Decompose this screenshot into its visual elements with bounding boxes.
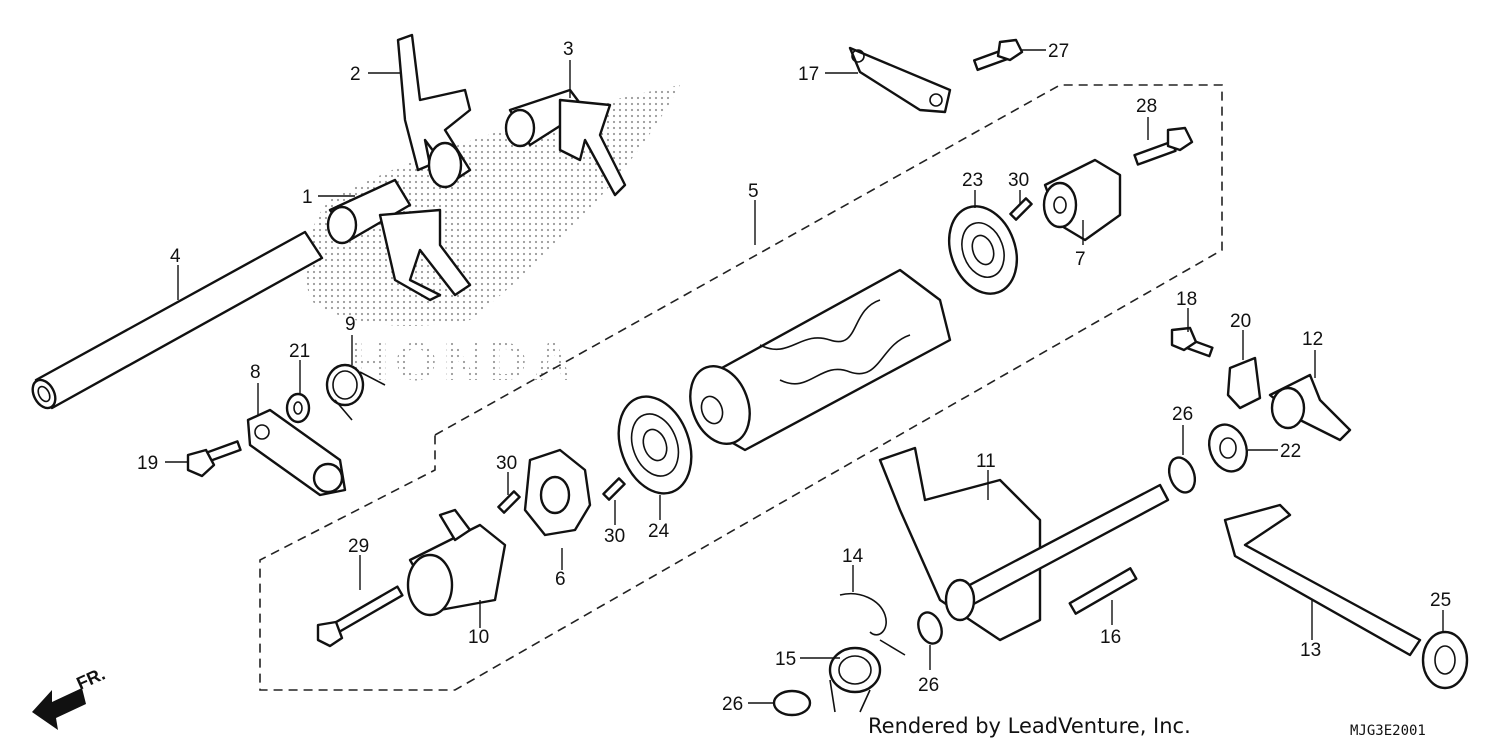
callout-8: 8 — [250, 362, 261, 383]
callout-30-upper: 30 — [1008, 170, 1029, 191]
pin-30-upper — [1009, 197, 1033, 221]
leader-lines — [165, 49, 1444, 704]
shifter-10 — [406, 508, 507, 617]
circlip-26-upper — [1167, 456, 1197, 494]
callout-24: 24 — [648, 521, 670, 542]
assembly-outline — [259, 84, 1223, 691]
bolt-19 — [186, 440, 242, 478]
shift-fork-1 — [326, 178, 472, 302]
callouts: 1 2 3 4 5 6 7 8 9 10 11 12 13 14 15 16 1… — [137, 39, 1451, 715]
bearing-24 — [617, 395, 693, 495]
watermark-text: HONDA — [350, 332, 578, 392]
direction-label: FR. — [73, 664, 108, 694]
shift-drum — [689, 268, 952, 452]
pin-30-left — [497, 490, 521, 514]
callout-20: 20 — [1230, 311, 1251, 332]
circlip-26-lower — [772, 689, 812, 717]
callout-26-upper: 26 — [1172, 404, 1193, 425]
stopper-arm-8 — [246, 408, 347, 497]
callout-5: 5 — [748, 181, 759, 202]
bolt-29 — [316, 585, 404, 648]
callout-17: 17 — [798, 64, 819, 85]
callout-26-lower: 26 — [722, 694, 743, 715]
callout-30-left: 30 — [496, 453, 517, 474]
callout-12: 12 — [1302, 329, 1323, 350]
bolt-28 — [1133, 126, 1194, 166]
bolt-27 — [972, 38, 1024, 72]
bearing-23 — [948, 205, 1018, 295]
circlip-26-middle — [917, 611, 943, 645]
pin-30-right — [602, 477, 626, 501]
callout-13: 13 — [1300, 640, 1321, 661]
callout-27: 27 — [1048, 41, 1069, 62]
callout-11: 11 — [976, 451, 996, 472]
callout-14: 14 — [842, 546, 864, 567]
callout-19: 19 — [137, 453, 158, 474]
callout-3: 3 — [563, 39, 574, 60]
callout-2: 2 — [350, 64, 361, 85]
shift-fork-2 — [396, 33, 472, 189]
shift-fork-3 — [504, 88, 627, 197]
callout-15: 15 — [775, 649, 796, 670]
shift-spindle-11 — [878, 446, 1170, 642]
callout-9: 9 — [345, 314, 356, 335]
callout-4: 4 — [170, 246, 181, 267]
arm-12 — [1268, 373, 1352, 442]
shift-cam-7 — [1042, 158, 1122, 242]
stopper-plate — [848, 46, 952, 114]
washer-22 — [1207, 423, 1249, 473]
callout-16: 16 — [1100, 627, 1121, 648]
callout-22: 22 — [1280, 441, 1301, 462]
callout-28: 28 — [1136, 96, 1157, 117]
callout-26-middle: 26 — [918, 675, 939, 696]
diagram-code: MJG3E2001 — [1350, 723, 1426, 739]
seal-25 — [1421, 630, 1469, 690]
callout-10: 10 — [468, 627, 489, 648]
callout-21: 21 — [289, 341, 310, 362]
spring-9 — [325, 363, 386, 421]
fork-shaft — [31, 230, 324, 410]
front-direction-arrow: FR. — [32, 664, 108, 730]
callout-29: 29 — [348, 536, 369, 557]
callout-1: 1 — [302, 187, 313, 208]
arrow-left-icon — [32, 688, 86, 730]
callout-18: 18 — [1176, 289, 1197, 310]
shaft-13 — [1223, 503, 1422, 657]
washer-21 — [285, 392, 311, 424]
callout-23: 23 — [962, 170, 983, 191]
spring-14 — [839, 593, 906, 656]
bolt-18 — [1170, 326, 1214, 358]
callout-7: 7 — [1075, 249, 1086, 270]
drum-center-6 — [523, 448, 592, 537]
callout-30-right: 30 — [604, 526, 625, 547]
callout-6: 6 — [555, 569, 566, 590]
honda-watermark: HONDA — [306, 85, 680, 392]
bracket-20 — [1226, 356, 1262, 410]
callout-25: 25 — [1430, 590, 1451, 611]
bolt-16 — [1068, 567, 1138, 615]
spring-15 — [828, 646, 882, 713]
render-credit: Rendered by LeadVenture, Inc. — [868, 714, 1191, 738]
